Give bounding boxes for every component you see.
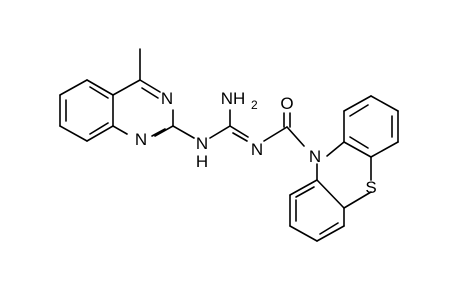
- phenothiazine-central-ring: [316, 141, 372, 209]
- carbonyl-group: [283, 112, 305, 147]
- quinazoline-benzo-ring: [59, 79, 114, 142]
- guanidine-linker: [172, 109, 288, 142]
- quinazoline-pyrimidine-ring: [112, 48, 174, 137]
- atom-n-ring-top: N: [161, 89, 173, 108]
- phenothiazine-lower-ring: [289, 179, 345, 242]
- atom-nh-linker: N: [196, 134, 208, 153]
- atom-sulfur: S: [365, 178, 376, 197]
- atom-n-ring-bottom: N: [135, 130, 147, 149]
- atom-amine-n: NH: [221, 89, 246, 108]
- atom-amine-subscript: 2: [251, 98, 258, 112]
- atom-phenothiazine-n: N: [309, 147, 321, 166]
- atom-carbonyl-o: O: [280, 94, 293, 113]
- atom-imine-n: N: [251, 140, 263, 159]
- atom-nh-linker-h: H: [196, 152, 208, 171]
- phenothiazine-upper-ring: [343, 95, 399, 158]
